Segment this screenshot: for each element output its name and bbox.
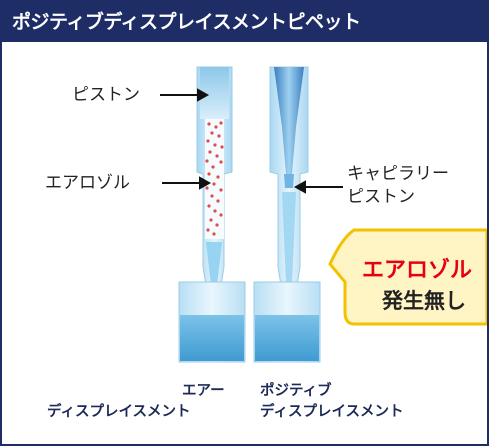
callout-line1: エアロゾル bbox=[362, 258, 473, 283]
air-container-liquid bbox=[180, 315, 244, 361]
figure-title: ポジティブディスプレイスメントピペット bbox=[2, 2, 487, 42]
capillary-piston-head bbox=[284, 174, 294, 188]
piston-arrow bbox=[160, 88, 210, 102]
capillary-label-line2: ピストン bbox=[347, 187, 415, 207]
aerosol-arrow bbox=[162, 176, 212, 190]
air-caption-line1: エアー bbox=[182, 383, 225, 399]
piston-label: ピストン bbox=[72, 85, 140, 105]
capillary-piston-arrow bbox=[293, 180, 343, 194]
aerosol-region bbox=[205, 119, 224, 239]
air-tip-liquid bbox=[206, 242, 222, 302]
callout-bubble bbox=[328, 228, 487, 326]
aerosol-label: エアロゾル bbox=[45, 173, 130, 193]
capillary-label-line1: キャピラリー bbox=[347, 164, 449, 184]
positive-tip-liquid bbox=[282, 192, 296, 307]
positive-container-liquid bbox=[255, 315, 319, 361]
positive-caption-line2: ディスプレイスメント bbox=[260, 404, 404, 420]
positive-displacement-pipette bbox=[253, 66, 321, 363]
capillary-piston-rod bbox=[274, 67, 304, 174]
air-caption-line2: ディスプレイスメント bbox=[47, 404, 191, 420]
aerosol-droplets bbox=[205, 121, 224, 236]
air-displacement-pipette bbox=[178, 66, 246, 363]
callout-line2: 発生無し bbox=[382, 289, 466, 313]
positive-caption-line1: ポジティブ bbox=[260, 383, 332, 399]
